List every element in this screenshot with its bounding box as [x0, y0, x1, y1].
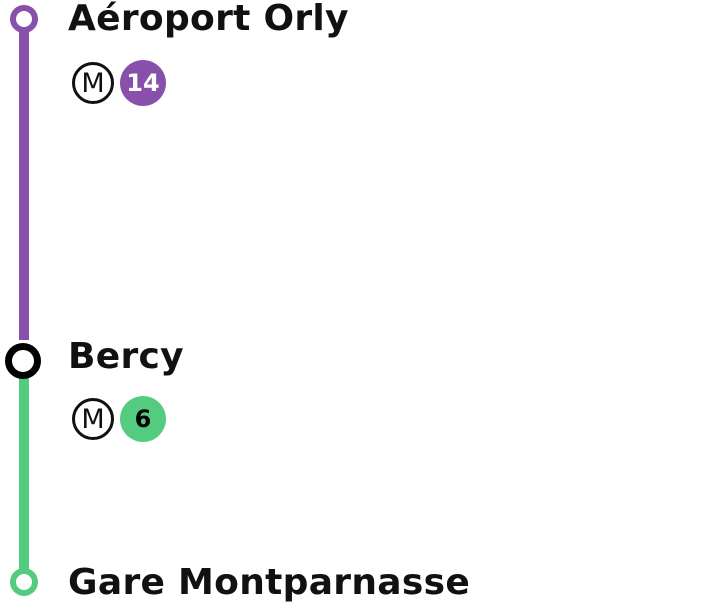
- station-lines-aeroport-orly: M 14: [72, 60, 166, 106]
- metro-icon: M: [72, 62, 114, 104]
- stop-marker-bercy: [5, 343, 41, 379]
- line-6-segment: [19, 372, 29, 572]
- station-name-bercy: Bercy: [68, 336, 184, 377]
- line-14-segment: [19, 22, 29, 340]
- stop-marker-gare-montparnasse: [10, 568, 38, 596]
- stop-marker-aeroport-orly: [10, 5, 38, 33]
- station-lines-bercy: M 6: [72, 396, 166, 442]
- line-badge-6: 6: [120, 396, 166, 442]
- metro-icon: M: [72, 398, 114, 440]
- station-name-gare-montparnasse: Gare Montparnasse: [68, 562, 471, 603]
- station-name-aeroport-orly: Aéroport Orly: [68, 0, 349, 39]
- line-badge-14: 14: [120, 60, 166, 106]
